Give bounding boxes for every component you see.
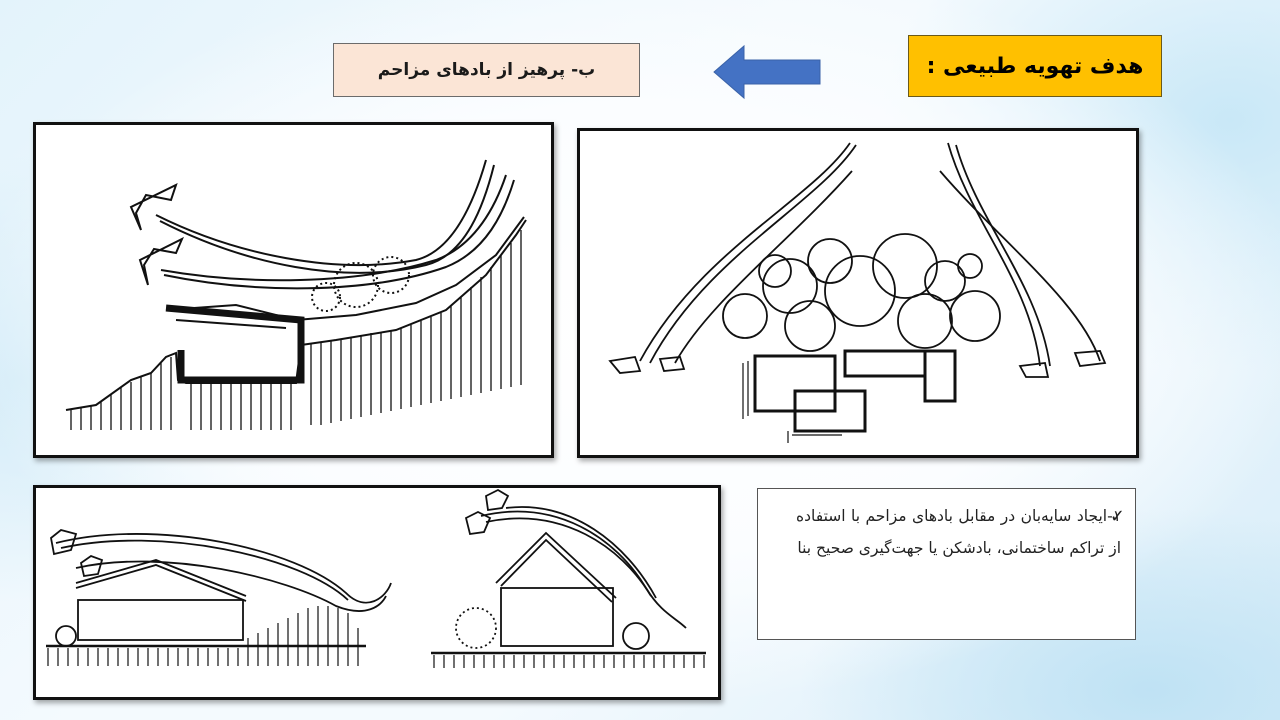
bullet-text: ۱-ایجاد سایه‌بان در مقابل بادهای مزاحم ب… xyxy=(796,507,1121,557)
roof-wind-deflection-sketch-icon xyxy=(46,488,706,668)
subtitle-box: ب- پرهیز از بادهای مزاحم xyxy=(333,43,640,97)
check-icon: ✓ xyxy=(1109,506,1125,527)
subtitle-text: ب- پرهیز از بادهای مزاحم xyxy=(377,60,596,80)
roof-wind-deflection-sketch xyxy=(33,485,721,700)
bullet-text-box: ✓ ۱-ایجاد سایه‌بان در مقابل بادهای مزاحم… xyxy=(757,488,1136,640)
slide-title-text: هدف تهویه طبیعی : xyxy=(926,53,1144,79)
slide-title: هدف تهویه طبیعی : xyxy=(908,35,1162,97)
earth-sheltered-building-sketch-icon xyxy=(65,159,527,430)
earth-sheltered-building-sketch xyxy=(33,122,554,458)
left-arrow-icon xyxy=(713,44,821,100)
tree-windbreak-plan-sketch xyxy=(577,128,1139,458)
tree-windbreak-plan-sketch-icon xyxy=(608,142,1107,443)
